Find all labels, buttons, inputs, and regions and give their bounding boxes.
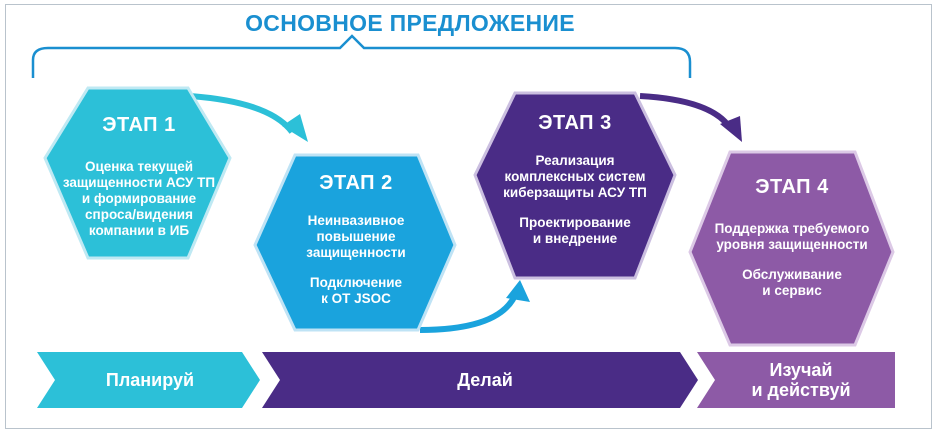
stage-4-hexagon	[688, 150, 895, 347]
band-do-shape	[262, 352, 698, 408]
band-plan-label: Планируй	[105, 370, 195, 390]
stage-3-extra: Проектирование и внедрение	[519, 215, 631, 246]
stage-1-description: Оценка текущей защищенности АСУ ТП и фор…	[62, 159, 216, 238]
stage-3-description: Реализация комплексных систем киберзащит…	[503, 153, 647, 200]
stage-1-text: ЭТАП 1 Оценка текущей защищенности АСУ Т…	[60, 114, 218, 239]
arrow-stage1-to-stage2	[189, 93, 308, 142]
band-check-act-label: Изучай и действуй	[751, 360, 851, 400]
stage-2-title: ЭТАП 2	[319, 172, 393, 194]
arrow-stage2-to-stage3	[419, 280, 530, 333]
arrow-stage3-to-stage4	[639, 93, 742, 142]
band-check-act-shape	[697, 352, 895, 408]
stage-4-description: Поддержка требуемого уровня защищенности	[714, 221, 870, 252]
stage-1-title: ЭТАП 1	[102, 114, 176, 136]
stage-2-description: Неинвазивное повышение защищенности	[306, 213, 406, 260]
diagram-title: ОСНОВНОЕ ПРЕДЛОЖЕНИЕ	[245, 10, 575, 36]
offer-bracket	[31, 34, 692, 78]
stage-3-text: ЭТАП 3 Реализация комплексных систем киб…	[490, 112, 660, 247]
stage-2-text: ЭТАП 2 Неинвазивное повышение защищеннос…	[285, 172, 427, 307]
stage-3-title: ЭТАП 3	[538, 112, 612, 134]
stage-2-hexagon	[253, 153, 457, 332]
stage-2-extra: Подключение к ОТ JSOC	[309, 275, 403, 306]
stage-4-extra: Обслуживание и сервис	[742, 267, 842, 298]
stage-4-title: ЭТАП 4	[755, 176, 829, 198]
stage-3-hexagon	[473, 91, 677, 280]
stage-1-hexagon	[43, 86, 232, 260]
band-plan-shape	[37, 352, 260, 408]
band-do-label: Делай	[457, 370, 513, 390]
stage-4-text: ЭТАП 4 Поддержка требуемого уровня защищ…	[702, 176, 882, 299]
